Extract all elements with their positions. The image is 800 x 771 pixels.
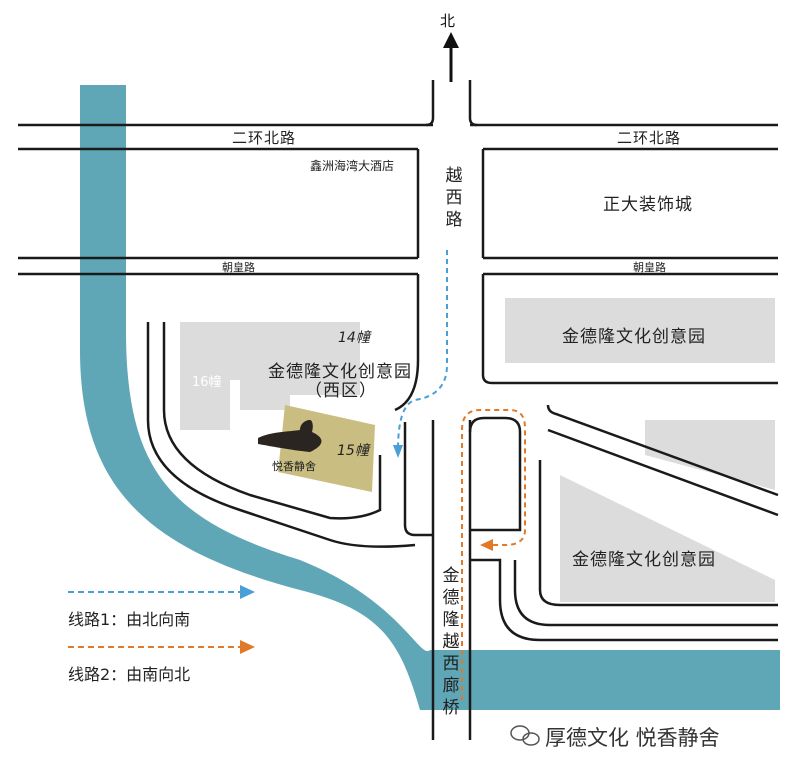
north-label: 北 [440, 12, 456, 30]
north-arrow-icon [443, 32, 459, 82]
river [80, 85, 780, 710]
zhengda-label: 正大装饰城 [603, 195, 693, 215]
wechat-icon [510, 725, 540, 746]
teahouse-silhouette [258, 420, 322, 452]
west-zone-sub-label: （西区） [305, 381, 377, 401]
legend-route2-label: 线路2：由南向北 [68, 665, 191, 684]
road-label-chaohuang-right: 朝皇路 [633, 261, 666, 274]
west-zone-label: 金德隆文化创意园 [268, 362, 412, 382]
road-label-erhuan-left: 二环北路 [232, 129, 297, 147]
route2-path [461, 409, 526, 700]
road-edges [18, 80, 779, 740]
jindelong-se-label: 金德隆文化创意园 [572, 550, 716, 570]
building-16-label: 16幢 [192, 375, 222, 390]
building-14-label: 14幢 [338, 330, 370, 346]
route1-path [397, 250, 448, 451]
road-label-yuexi: 越西路 [445, 166, 463, 230]
hotel-label: 鑫洲海湾大酒店 [310, 159, 395, 173]
legend-route2-arrow [68, 640, 255, 654]
road-label-erhuan-right: 二环北路 [617, 129, 682, 147]
yuexiang-label: 悦香静舍 [272, 460, 316, 473]
watermark: 厚德文化 悦香静舍 [545, 726, 720, 750]
building-15-label: 15幢 [337, 443, 369, 459]
building-blocks [180, 298, 775, 602]
road-label-chaohuang-left: 朝皇路 [222, 261, 255, 274]
jindelong-ne-label: 金德隆文化创意园 [562, 327, 706, 347]
bridge-label: 金德隆越西廊桥 [442, 566, 460, 718]
legend-route1-arrow [68, 585, 255, 599]
legend-route1-label: 线路1：由北向南 [68, 610, 191, 629]
